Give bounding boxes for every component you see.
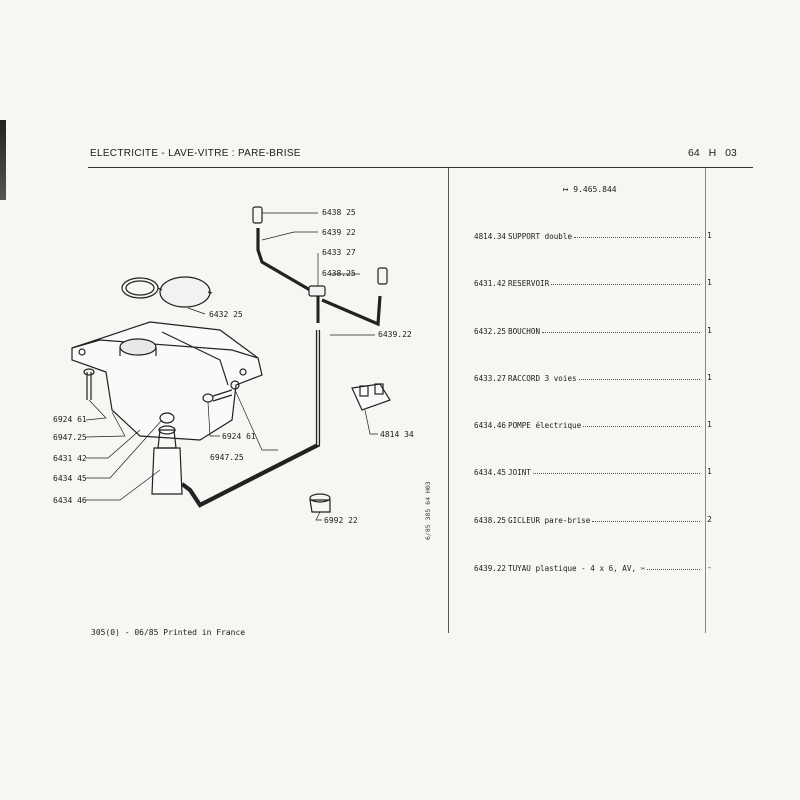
parts-list-item: 6439.22 TUYAU plastique - 4 x 6, AV, ✂ (474, 564, 700, 573)
part-desc: TUYAU plastique - 4 x 6, AV, ✂ (508, 564, 646, 573)
leader-dots (578, 373, 700, 380)
callout-6439-22b: 6439.22 (378, 330, 412, 339)
part-code: 4814.34 (474, 232, 507, 241)
parts-list-item: 6438.25 GICLEUR pare-brise (474, 516, 700, 525)
part-code: 6434.46 (474, 421, 507, 430)
part-desc: BOUCHON (508, 327, 541, 336)
callout-6924-61: 6924 61 (53, 415, 87, 424)
callout-6438-25b: 6438.25 (322, 269, 356, 278)
leader-dots (574, 231, 700, 238)
parts-list-item: 6434.45 JOINT (474, 468, 700, 477)
parts-list-item: 6434.46 POMPE électrique (474, 421, 700, 430)
part-desc: RESERVOIR (508, 279, 550, 288)
leader-dots (542, 326, 700, 333)
callout-6947-25b: 6947.25 (210, 453, 244, 462)
part-code: 6432.25 (474, 327, 507, 336)
callout-6431-42: 6431 42 (53, 454, 87, 463)
vertical-page-code: 6/85 305 64 H03 (424, 481, 432, 540)
header-rule (88, 167, 753, 168)
callout-6434-46: 6434 46 (53, 496, 87, 505)
part-desc: GICLEUR pare-brise (508, 516, 591, 525)
callout-6992-22: 6992 22 (324, 516, 358, 525)
reference-value: 9.465.844 (573, 185, 617, 194)
parts-list-item: 6432.25 BOUCHON (474, 327, 700, 336)
part-desc: SUPPORT double (508, 232, 573, 241)
leader-dots (551, 278, 700, 285)
part-code: 6439.22 (474, 564, 507, 573)
leader-dots (592, 515, 700, 522)
parts-list-item: 6431.42 RESERVOIR (474, 279, 700, 288)
part-desc: RACCORD 3 voies (508, 374, 577, 383)
part-code: 6438.25 (474, 516, 507, 525)
part-qty: 2 (707, 515, 712, 524)
part-desc: JOINT (508, 468, 531, 477)
page-footer: 305(0) - 06/85 Printed in France (91, 628, 246, 637)
page-title: ELECTRICITE - LAVE-VITRE : PARE-BRISE (90, 148, 301, 159)
part-qty: - (707, 563, 712, 572)
qty-divider (705, 168, 706, 633)
column-divider (448, 168, 449, 633)
arrow-right-icon: ↦ (563, 185, 569, 195)
callout-4814-34: 4814 34 (380, 430, 414, 439)
callout-6438-25: 6438 25 (322, 208, 356, 217)
reference-number: ↦ 9.465.844 (563, 185, 617, 195)
page-code: 64 H 03 (688, 147, 737, 159)
callout-6432-25: 6432 25 (209, 310, 243, 319)
callout-6439-22: 6439 22 (322, 228, 356, 237)
leader-dots (647, 563, 700, 570)
part-code: 6433.27 (474, 374, 507, 383)
parts-diagram (71, 206, 391, 521)
callout-6434-45: 6434 45 (53, 474, 87, 483)
part-qty: 1 (707, 467, 712, 476)
part-code: 6431.42 (474, 279, 507, 288)
binder-edge (0, 120, 6, 200)
callout-6947-25: 6947.25 (53, 433, 87, 442)
parts-list-item: 4814.34 SUPPORT double (474, 232, 700, 241)
part-qty: 1 (707, 373, 712, 382)
part-qty: 1 (707, 278, 712, 287)
parts-list-item: 6433.27 RACCORD 3 voies (474, 374, 700, 383)
part-qty: 1 (707, 420, 712, 429)
part-qty: 1 (707, 326, 712, 335)
leader-dots (583, 420, 700, 427)
part-qty: 1 (707, 231, 712, 240)
leader-dots (532, 467, 700, 474)
callout-6433-27: 6433 27 (322, 248, 356, 257)
part-desc: POMPE électrique (508, 421, 582, 430)
callout-6924-61b: 6924 61 (222, 432, 256, 441)
part-code: 6434.45 (474, 468, 507, 477)
